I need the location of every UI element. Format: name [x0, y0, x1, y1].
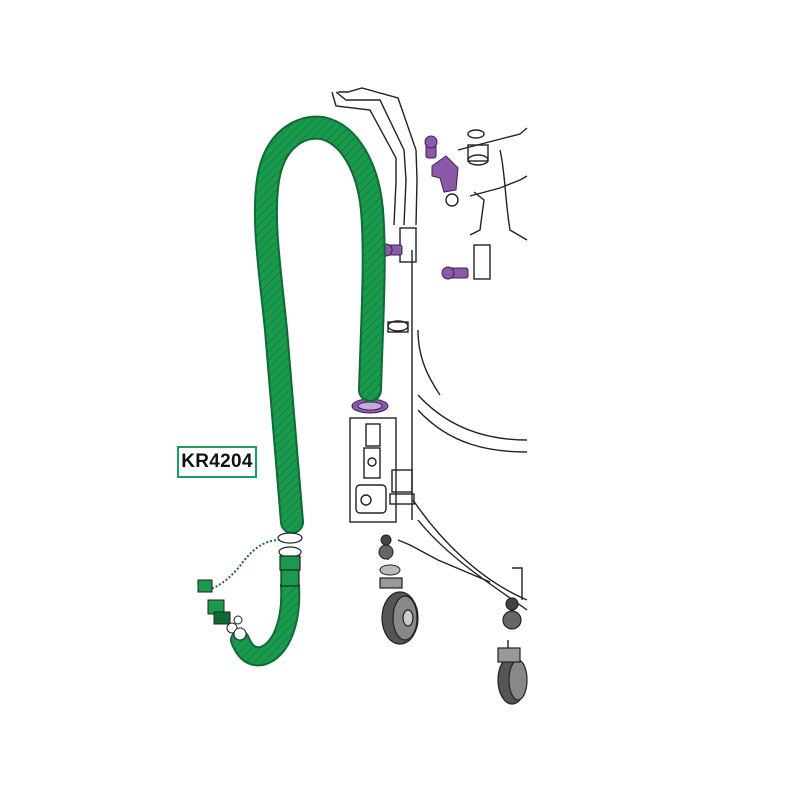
caster-wheel-icon [379, 577, 419, 645]
part-number-label: KR4204 [177, 446, 257, 478]
hose-clamp-icon [351, 398, 389, 414]
bolt-icon [441, 266, 469, 280]
bolt-icon [424, 135, 438, 159]
nozzle-icon [197, 539, 281, 641]
caster-wheel-icon [497, 597, 528, 705]
part-number-text: KR4204 [181, 451, 253, 472]
hose-icon [230, 115, 386, 667]
bracket-icon [431, 155, 459, 193]
caster-nut-icon [378, 534, 401, 576]
hose-coupling-icon [277, 532, 303, 587]
